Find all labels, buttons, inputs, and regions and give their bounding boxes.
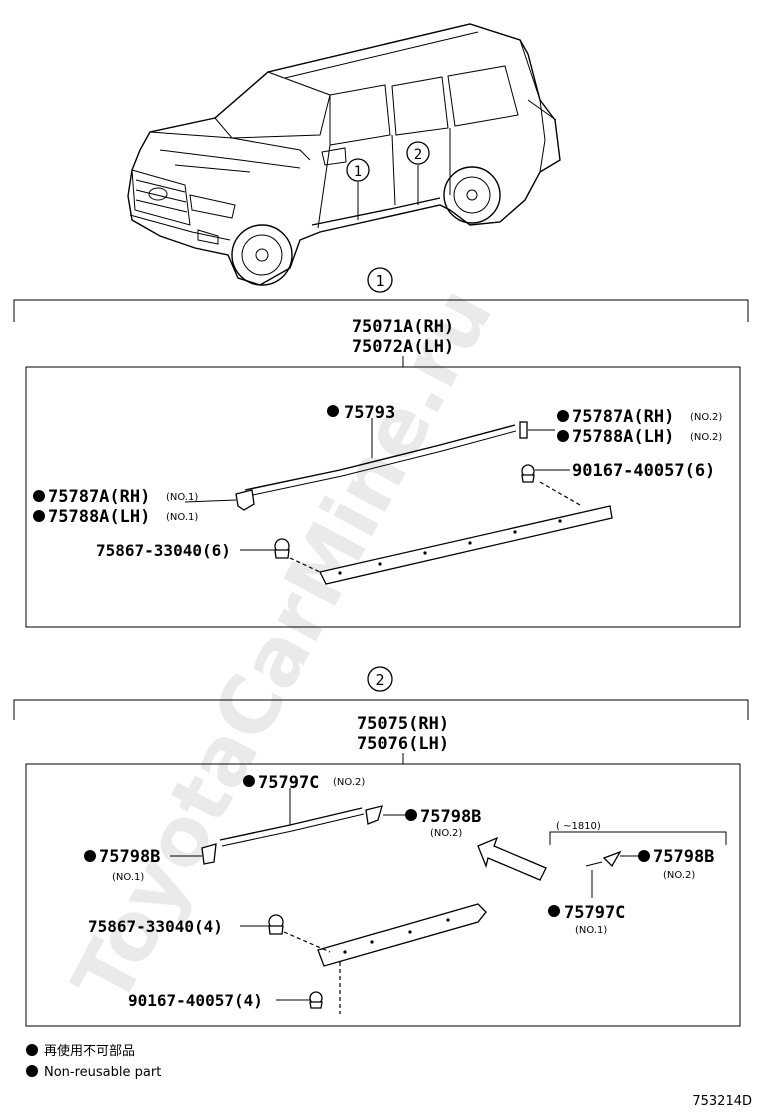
part-75787a-rh-no2: 75787A(RH): [572, 407, 674, 427]
section-2-frame: [25, 763, 741, 1027]
label-no2-rh: (NO.2): [690, 412, 722, 423]
assembly-2-lh: 75076(LH): [357, 734, 449, 754]
part-75867-33040-6: 75867-33040(6): [96, 541, 231, 560]
label-no2-lh: (NO.2): [690, 432, 722, 443]
label-no2-b: (NO.2): [430, 828, 462, 839]
label-no1-rh: (NO.1): [166, 492, 198, 503]
part-90167-40057-6: 90167-40057(6): [572, 461, 715, 481]
assembly-1-lh: 75072A(LH): [352, 337, 454, 357]
label-no1-b: (NO.1): [575, 925, 607, 936]
car-callout-1: 1: [354, 164, 362, 180]
section-2: 2 75075(RH) 75076(LH) 75797C (NO.2) 7579…: [13, 666, 749, 1027]
label-no1-lh: (NO.1): [166, 512, 198, 523]
part-75788a-lh-no1: 75788A(LH): [48, 507, 150, 527]
part-75867-33040-4: 75867-33040(4): [88, 917, 223, 936]
section-1-marker: 1: [375, 272, 384, 290]
legend-en: Non-reusable part: [44, 1065, 161, 1080]
part-75798b-left: 75798B: [99, 847, 160, 867]
part-75798b-top: 75798B: [420, 807, 481, 827]
car-callout-2: 2: [414, 147, 422, 163]
diagram-code: 753214D: [692, 1094, 752, 1109]
part-75797c-no2: 75797C: [258, 773, 319, 793]
legend: 再使用不可部品 Non-reusable part: [26, 1043, 161, 1080]
label-no2-c: (NO.2): [663, 870, 695, 881]
assembly-2-rh: 75075(RH): [357, 714, 449, 734]
part-75788a-lh-no2: 75788A(LH): [572, 427, 674, 447]
section-2-marker: 2: [375, 671, 384, 689]
vehicle-illustration: 1 2: [127, 23, 561, 286]
section-1-frame: [25, 366, 741, 628]
part-75797c-no1: 75797C: [564, 903, 625, 923]
label-no2-a: (NO.2): [333, 777, 365, 788]
part-75787a-rh-no1: 75787A(RH): [48, 487, 150, 507]
label-no1-a: (NO.1): [112, 872, 144, 883]
section-1: 1 75071A(RH) 75072A(LH) 75793 75787A(RH)…: [13, 267, 749, 628]
legend-jp: 再使用不可部品: [44, 1043, 135, 1059]
assembly-1-rh: 75071A(RH): [352, 317, 454, 337]
part-75793: 75793: [344, 403, 395, 423]
part-90167-40057-4: 90167-40057(4): [128, 991, 263, 1010]
watermark: ToyotaCarMine.ru: [55, 273, 511, 1019]
range-label: ( ~1810): [556, 821, 601, 832]
part-75798b-right: 75798B: [653, 847, 714, 867]
